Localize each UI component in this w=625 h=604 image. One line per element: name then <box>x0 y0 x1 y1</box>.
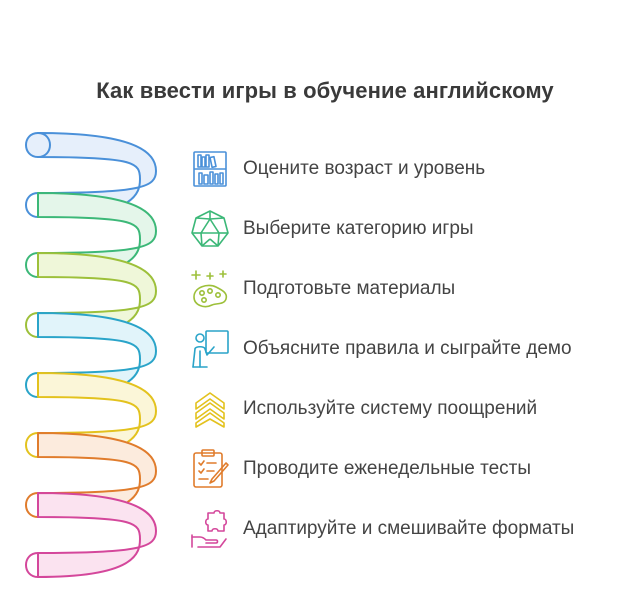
step-label: Подготовьте материалы <box>243 278 456 299</box>
spiral-band-edge <box>25 432 39 458</box>
spiral-band-edge <box>25 552 39 578</box>
step-7: Адаптируйте и смешивайте форматы <box>190 509 574 549</box>
step-1: Оцените возраст и уровень <box>190 149 485 189</box>
spiral-band-edge <box>25 492 39 518</box>
spiral-band-edge <box>25 312 39 338</box>
spiral-diagram <box>25 132 157 578</box>
step-6: Проводите еженедельные тесты <box>190 449 531 489</box>
step-label: Используйте систему поощрений <box>243 398 538 419</box>
step-label: Адаптируйте и смешивайте форматы <box>243 518 575 539</box>
checklist-clipboard-icon <box>193 449 229 488</box>
teacher-board-icon <box>192 330 229 368</box>
spiral-band-edge <box>25 372 39 398</box>
spiral-band-edge <box>25 252 39 278</box>
spiral-band-edge <box>25 192 39 218</box>
step-3: Подготовьте материалы <box>190 269 455 309</box>
step-5: Используйте систему поощрений <box>190 389 537 429</box>
rank-chevrons-icon <box>195 392 225 428</box>
step-2: Выберите категорию игры <box>190 209 474 249</box>
palette-sparkles-icon <box>191 270 228 308</box>
step-label: Объясните правила и сыграйте демо <box>243 338 572 359</box>
page-title: Как ввести игры в обучение английскому <box>96 78 554 103</box>
step-4: Объясните правила и сыграйте демо <box>190 329 572 369</box>
step-label: Проводите еженедельные тесты <box>243 458 532 479</box>
bookshelf-icon <box>193 151 227 187</box>
step-label: Выберите категорию игры <box>243 218 474 239</box>
spiral-band <box>37 492 157 578</box>
step-label: Оцените возраст и уровень <box>243 158 486 179</box>
spiral-top-opening <box>25 132 51 158</box>
polyhedron-icon <box>191 210 229 247</box>
puzzle-hand-icon <box>191 509 228 548</box>
